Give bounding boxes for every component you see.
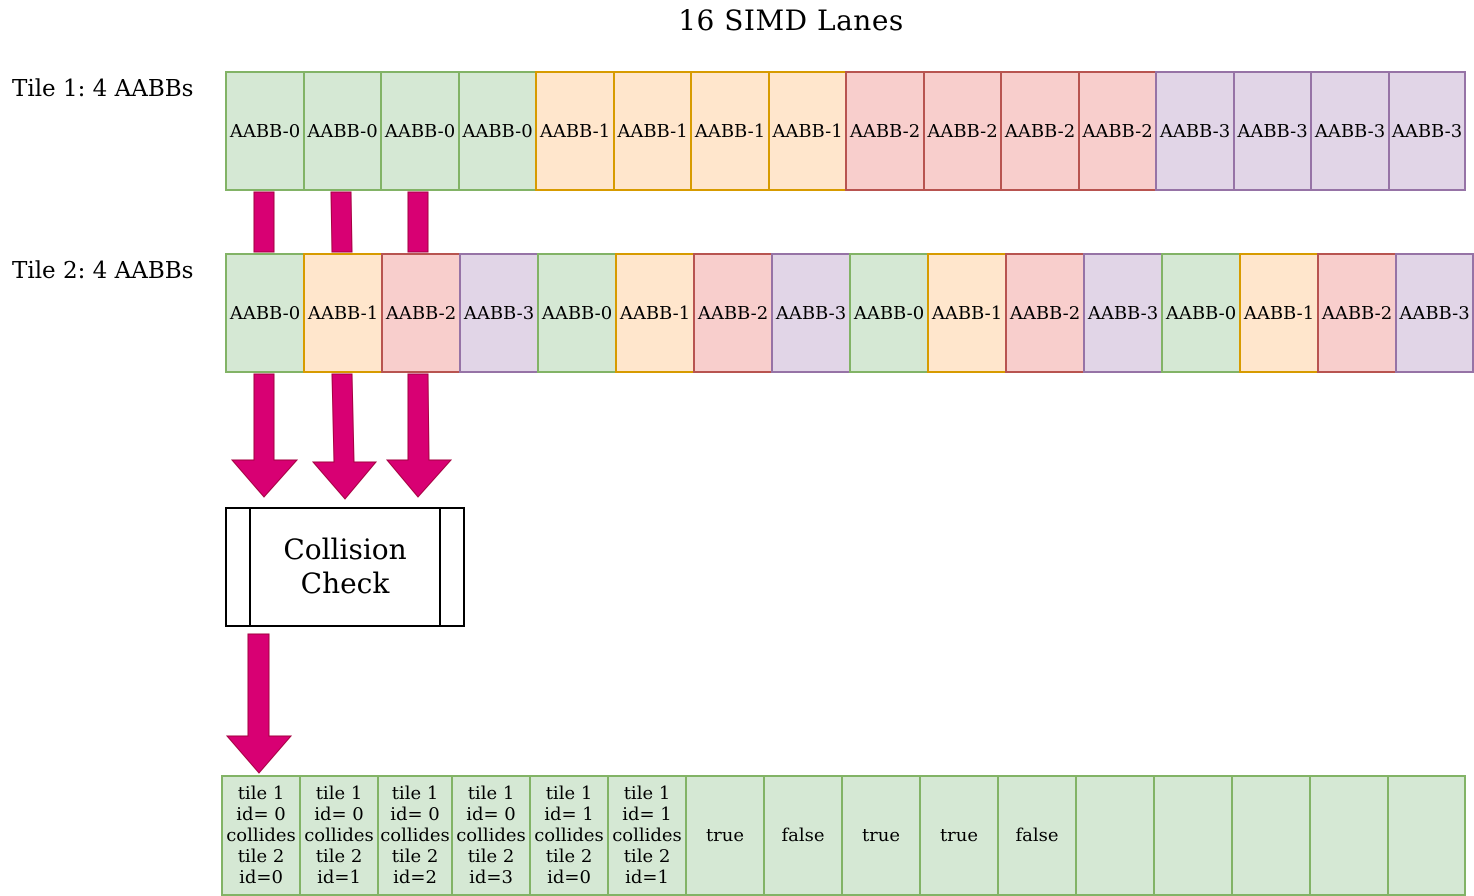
tile1-lane-7: AABB-1 [768, 71, 847, 191]
tile1-lane-6: AABB-1 [690, 71, 770, 191]
process-right-bar [439, 509, 441, 625]
tile2-lane-6: AABB-2 [693, 253, 773, 373]
tile1-lane-15: AABB-3 [1388, 71, 1466, 191]
tile1-lane-5: AABB-1 [613, 71, 692, 191]
process-left-bar [249, 509, 251, 625]
diagram-title: 16 SIMD Lanes [678, 4, 904, 37]
tile2-lane-2: AABB-2 [381, 253, 461, 373]
tile1-lane-11: AABB-2 [1078, 71, 1157, 191]
result-lane-12 [1153, 775, 1233, 896]
down-arrow-1 [230, 373, 299, 498]
tile2-lane-1: AABB-1 [303, 253, 383, 373]
tile1-lane-12: AABB-3 [1155, 71, 1235, 191]
down-arrow-3 [385, 373, 453, 498]
tile2-lane-3: AABB-3 [459, 253, 539, 373]
tile1-label: Tile 1: 4 AABBs [12, 76, 194, 102]
tile1-lane-1: AABB-0 [303, 71, 382, 191]
result-lane-13 [1231, 775, 1311, 896]
connector-arrow-2 [330, 191, 353, 253]
tile2-lane-9: AABB-1 [927, 253, 1007, 373]
connector-arrow-1 [253, 191, 275, 253]
result-lane-7: false [763, 775, 843, 896]
tile2-lane-12: AABB-0 [1161, 253, 1241, 373]
tile2-lane-11: AABB-3 [1083, 253, 1163, 373]
result-lane-4: tile 1 id= 1 collides tile 2 id=0 [529, 775, 609, 896]
down-arrow-2 [311, 373, 378, 500]
result-lane-1: tile 1 id= 0 collides tile 2 id=1 [299, 775, 379, 896]
result-lane-11 [1075, 775, 1155, 896]
collision-check-label: Collision Check [283, 533, 407, 600]
result-lane-3: tile 1 id= 0 collides tile 2 id=3 [451, 775, 531, 896]
result-lane-8: true [841, 775, 921, 896]
tile2-lane-7: AABB-3 [771, 253, 851, 373]
result-lane-2: tile 1 id= 0 collides tile 2 id=2 [377, 775, 453, 896]
tile1-lane-14: AABB-3 [1310, 71, 1390, 191]
tile2-label: Tile 2: 4 AABBs [12, 258, 194, 284]
connector-arrow-3 [407, 191, 429, 253]
tile2-lane-8: AABB-0 [849, 253, 929, 373]
result-lane-6: true [685, 775, 765, 896]
result-lane-15 [1387, 775, 1466, 896]
tile1-lane-8: AABB-2 [845, 71, 925, 191]
result-arrow [225, 633, 293, 774]
collision-check-process: Collision Check [225, 507, 465, 627]
tile1-lane-9: AABB-2 [923, 71, 1002, 191]
tile2-lane-15: AABB-3 [1395, 253, 1474, 373]
